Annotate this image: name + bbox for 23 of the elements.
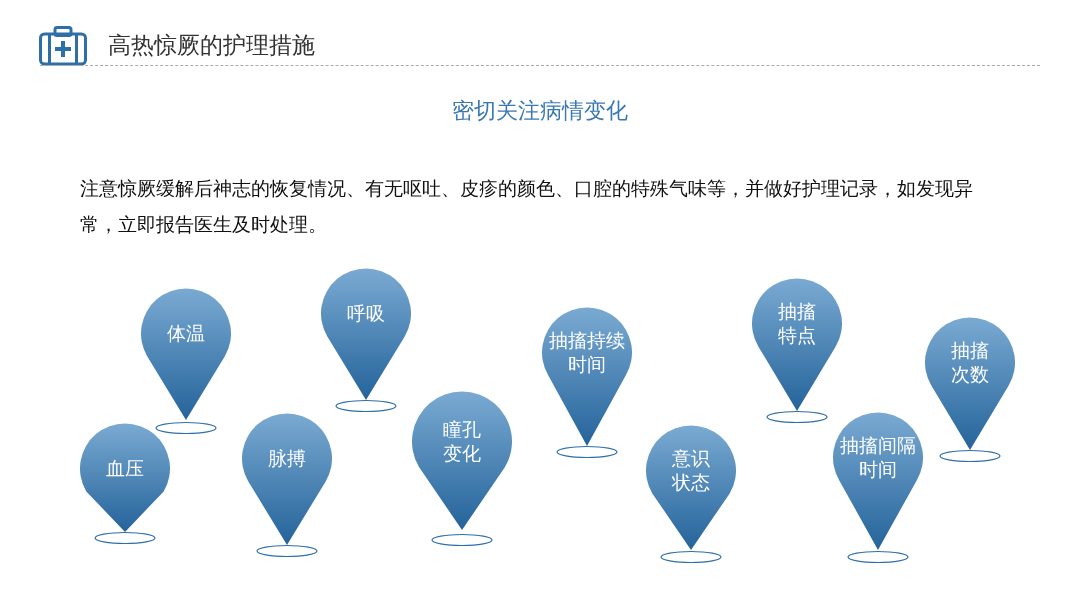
map-pin xyxy=(141,288,231,420)
pin-label: 抽搐持续时间 xyxy=(548,328,626,376)
map-pin xyxy=(321,268,411,400)
pin-label: 瞳孔变化 xyxy=(442,417,482,465)
pin-label: 意识状态 xyxy=(671,446,711,494)
pin-label: 体温 xyxy=(166,321,206,345)
map-pin xyxy=(925,317,1015,450)
map-pin xyxy=(833,412,923,550)
body-paragraph: 注意惊厥缓解后神志的恢复情况、有无呕吐、皮疹的颜色、口腔的特殊气味等，并做好护理记录，如发现异常，立即报告医生及时处理。 xyxy=(80,176,974,237)
map-pin xyxy=(646,425,736,550)
map-pin xyxy=(242,413,332,545)
section-subtitle: 密切关注病情变化 xyxy=(451,97,629,125)
page-title: 高热惊厥的护理措施 xyxy=(108,31,315,60)
map-pin xyxy=(752,278,842,411)
pin-label: 脉搏 xyxy=(267,446,307,470)
pin-label: 呼吸 xyxy=(346,301,386,325)
pin-label: 抽搐间隔时间 xyxy=(839,433,917,481)
pin-label: 血压 xyxy=(105,456,145,480)
map-pin xyxy=(412,391,512,530)
map-pin xyxy=(80,423,170,532)
pin-label: 抽搐特点 xyxy=(777,299,817,347)
pin-label: 抽搐次数 xyxy=(950,338,990,386)
map-pin xyxy=(542,307,632,446)
